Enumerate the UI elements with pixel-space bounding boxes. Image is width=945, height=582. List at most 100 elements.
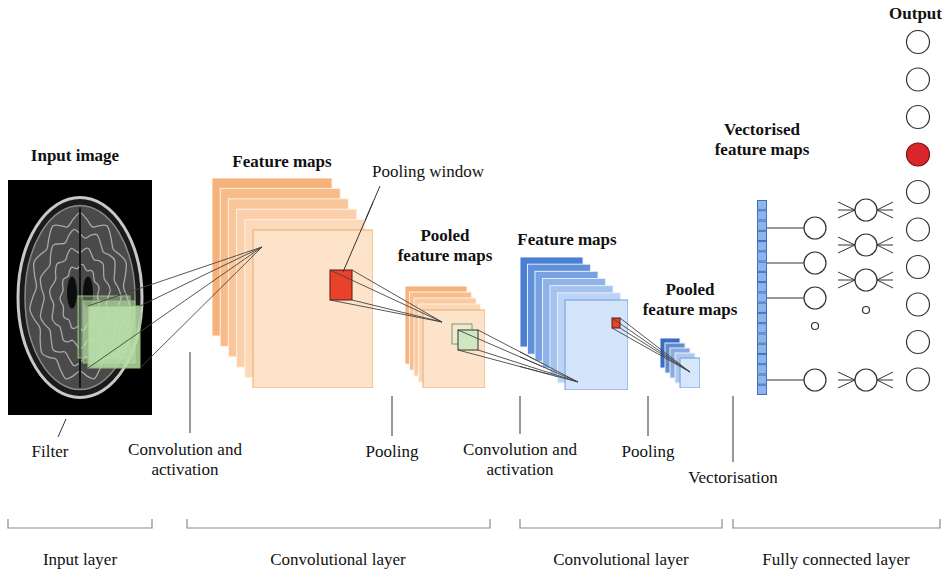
callout-leader	[343, 186, 373, 272]
vector-cell	[758, 221, 767, 230]
projection-line	[88, 247, 152, 368]
node-heading: Pooled feature maps	[393, 226, 497, 267]
skull	[18, 198, 142, 398]
projection-line	[520, 350, 578, 382]
layer-label: Input layer	[43, 550, 117, 570]
hidden-neuron	[855, 199, 877, 221]
input-wire	[767, 228, 804, 380]
ventricle	[67, 277, 77, 309]
stage-label: Filter	[32, 442, 69, 462]
output-neuron	[907, 256, 930, 279]
stage-tick	[392, 396, 393, 436]
pooled-map-stack: Pooled feature maps	[405, 286, 485, 388]
layer-label: Convolutional layer	[270, 550, 406, 570]
projection-line	[140, 247, 152, 368]
vector-cell	[758, 354, 767, 363]
label-box: Fully connected layer	[762, 550, 909, 570]
projection-line	[520, 350, 578, 382]
label-box: Pooling	[366, 442, 419, 462]
vector-cell	[758, 272, 767, 281]
feature-map	[680, 358, 700, 388]
projection-line	[660, 338, 690, 372]
projection-line	[620, 328, 628, 372]
projection-line	[660, 338, 690, 372]
projection-line	[352, 270, 373, 322]
vector-cell	[758, 375, 767, 384]
node-heading: Feature maps	[517, 230, 616, 250]
output-neuron	[907, 293, 930, 316]
label-box: Convolution and activation	[119, 440, 251, 481]
output-neuron	[907, 331, 930, 354]
projection-line	[620, 318, 690, 372]
node-outline	[520, 257, 628, 390]
stage-label: Convolution and activation	[454, 440, 586, 481]
vector-cell	[758, 303, 767, 312]
hidden-neuron	[855, 369, 877, 391]
node-outline	[8, 180, 152, 415]
layer-label: Convolutional layer	[553, 550, 689, 570]
vector-cell	[758, 242, 767, 251]
vector-cell	[758, 313, 767, 322]
projection-line	[88, 247, 152, 306]
vector-cell	[758, 334, 767, 343]
vector-cell	[758, 365, 767, 374]
feature-map-stack: Feature maps	[520, 257, 628, 390]
projection-line	[612, 328, 628, 372]
vector-cell	[758, 283, 767, 292]
vector-cell	[758, 252, 767, 261]
stage-tick	[648, 396, 649, 436]
stage-label: Pooling	[366, 442, 419, 462]
feature-map-stack: Feature maps	[212, 178, 373, 388]
node-heading: Output	[889, 4, 942, 24]
projection-line	[478, 350, 485, 382]
heading-box: Vectorised feature maps	[700, 120, 824, 161]
projection-line	[212, 247, 262, 368]
feature-map	[253, 230, 373, 388]
hidden-neuron	[804, 369, 826, 391]
node-heading: Vectorised feature maps	[700, 120, 824, 161]
neuron-fan	[838, 202, 855, 388]
projection-connector	[628, 333, 660, 353]
label-box: Convolutional layer	[270, 550, 406, 570]
projection-line	[660, 338, 690, 372]
layer-bracket	[187, 519, 490, 528]
projection-line	[458, 330, 485, 382]
projection-connector	[373, 305, 405, 313]
projection-line	[405, 300, 442, 322]
projection-line	[212, 247, 262, 306]
label-box: Filter	[32, 442, 69, 462]
heading-box: Output	[889, 4, 942, 24]
callout-label: Pooling window	[372, 162, 484, 182]
pooled-map-stack: Pooled feature maps	[660, 338, 700, 388]
output-layer: Output	[905, 30, 931, 392]
output-neuron	[907, 218, 930, 241]
heading-box: Feature maps	[517, 230, 616, 250]
stage-label: Convolution and activation	[119, 440, 251, 481]
stage-label: Pooling	[622, 442, 675, 462]
output-neuron	[907, 181, 930, 204]
pooling-window	[330, 270, 352, 300]
node-outline	[212, 178, 373, 388]
projection-line	[352, 300, 373, 322]
label-box: Vectorisation	[688, 468, 778, 488]
image-ground	[8, 180, 152, 415]
layer-bracket	[520, 519, 722, 528]
hidden-neuron	[855, 269, 877, 291]
projection-connector	[152, 271, 212, 300]
output-neuron	[907, 68, 930, 91]
heading-box: Input image	[31, 146, 119, 166]
vector-cell	[758, 344, 767, 353]
projection-line	[405, 300, 442, 322]
ellipsis-dot	[863, 307, 870, 314]
output-neuron	[907, 31, 930, 54]
layer-label: Fully connected layer	[762, 550, 909, 570]
stage-tick	[733, 396, 734, 462]
vector-cell	[758, 293, 767, 302]
output-neuron	[907, 368, 930, 391]
label-box: Convolution and activation	[454, 440, 586, 481]
heading-box: Pooled feature maps	[638, 280, 742, 321]
stage-tick	[520, 396, 521, 434]
projection-line	[140, 247, 152, 306]
projection-line	[330, 270, 373, 322]
